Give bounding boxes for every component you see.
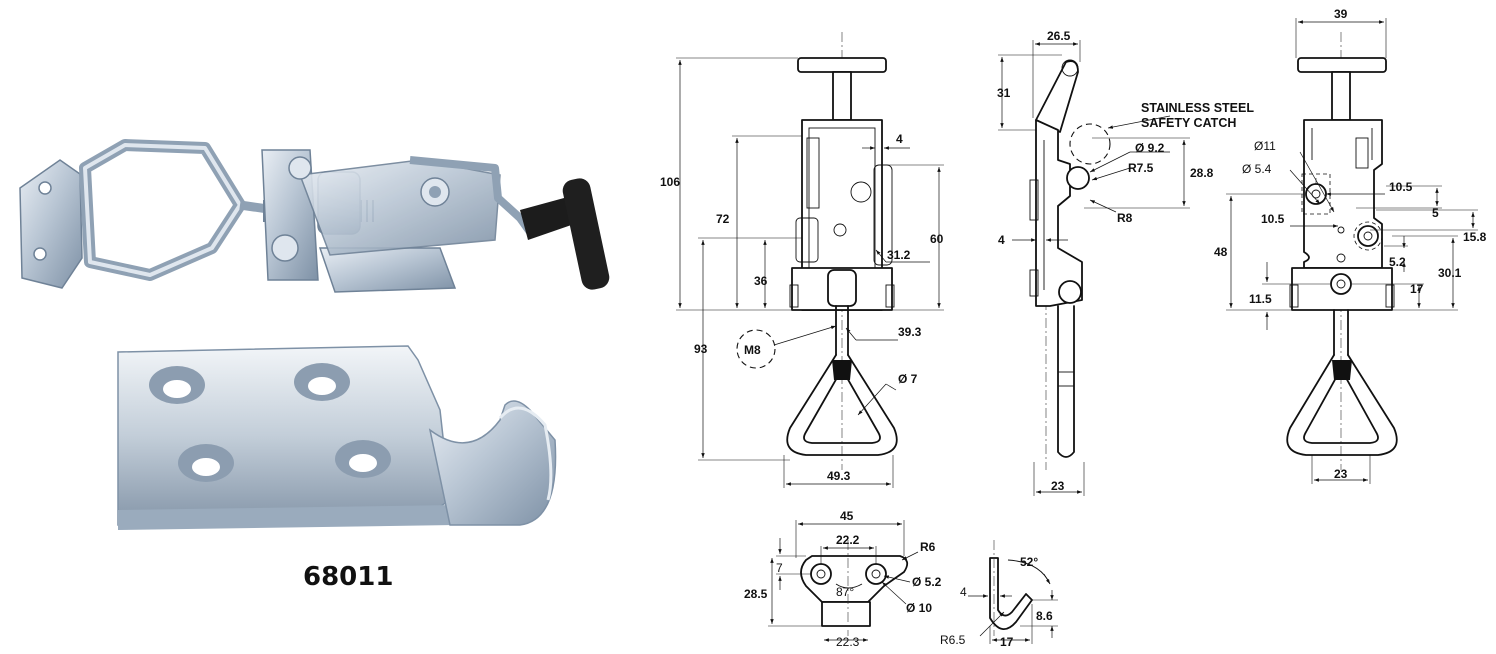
thread-m8: M8 [744,343,761,357]
dim-4-side: 4 [998,233,1005,247]
hole-dia-11: Ø11 [1254,139,1276,153]
front-view [676,32,944,488]
catch-profile-labels: 52° 4 8.6 R6.5 17 [940,555,1053,649]
dim-15-8: 15.8 [1463,230,1487,244]
hole-dia-5-2: Ø 5.2 [912,575,942,589]
dim-39-3: 39.3 [898,325,922,339]
radius-8: R8 [1117,211,1133,225]
countersunk-holes [149,363,391,482]
dim-45: 45 [840,509,854,523]
dim-11-5: 11.5 [1249,292,1272,306]
dim-22-2: 22.2 [836,533,860,547]
dim-48: 48 [1214,245,1228,259]
angle-87: 87° [836,585,854,599]
dim-10-5-left: 10.5 [1261,212,1285,226]
base-plate-view [768,520,919,642]
dim-30-1: 30.1 [1438,266,1462,280]
side-view-labels: STAINLESS STEEL SAFETY CATCH 26.5 31 Ø 9… [997,29,1254,493]
radius-7-5: R7.5 [1128,161,1154,175]
dim-72: 72 [716,212,730,226]
dim-7: 7 [776,561,783,575]
base-plate-labels: 45 22.2 R6 7 28.5 87° Ø 5.2 Ø 10 22.3 [744,509,942,649]
side-view [998,40,1190,496]
angle-52: 52° [1020,555,1038,569]
dim-22-3: 22.3 [836,635,860,649]
rear-view-labels: 39 Ø11 Ø 5.4 10.5 10.5 5 15.8 48 5.2 30.… [1214,7,1487,481]
dim-4-catch: 4 [960,585,967,599]
radius-6-5: R6.5 [940,633,966,647]
pin-dia-9-2: Ø 9.2 [1135,141,1165,155]
dim-28-5: 28.5 [744,587,768,601]
dim-28-8: 28.8 [1190,166,1214,180]
latch-photo [19,139,610,293]
part-number: 68011 [303,562,394,592]
wire-dia-7: Ø 7 [898,372,918,386]
dim-49-3: 49.3 [827,469,851,483]
dim-93: 93 [694,342,708,356]
dim-23-side: 23 [1051,479,1065,493]
dim-39: 39 [1334,7,1348,21]
dim-5: 5 [1432,206,1439,220]
dim-4: 4 [896,132,903,146]
dim-5-2: 5.2 [1389,255,1406,269]
note-safety-catch-line2: SAFETY CATCH [1141,116,1236,130]
dim-17-catch: 17 [1000,635,1014,649]
dim-26-5: 26.5 [1047,29,1071,43]
dim-10-5-right: 10.5 [1389,180,1413,194]
dim-23-rear: 23 [1334,467,1348,481]
hole-dia-5-4: Ø 5.4 [1242,162,1272,176]
dim-8-6: 8.6 [1036,609,1053,623]
radius-6: R6 [920,540,936,554]
dim-60: 60 [930,232,944,246]
dim-31-2: 31.2 [887,248,911,262]
rear-view [1226,18,1478,484]
hole-dia-10: Ø 10 [906,601,932,615]
catch-profile-view [968,540,1058,644]
dim-36: 36 [754,274,768,288]
dim-31: 31 [997,86,1011,100]
dim-17-rear: 17 [1410,282,1424,296]
dim-106: 106 [660,175,680,189]
note-safety-catch-line1: STAINLESS STEEL [1141,101,1254,115]
catch-plate-photo [117,345,557,530]
front-view-labels: 106 72 60 36 93 4 31.2 39.3 M8 Ø 7 49.3 [660,132,944,483]
